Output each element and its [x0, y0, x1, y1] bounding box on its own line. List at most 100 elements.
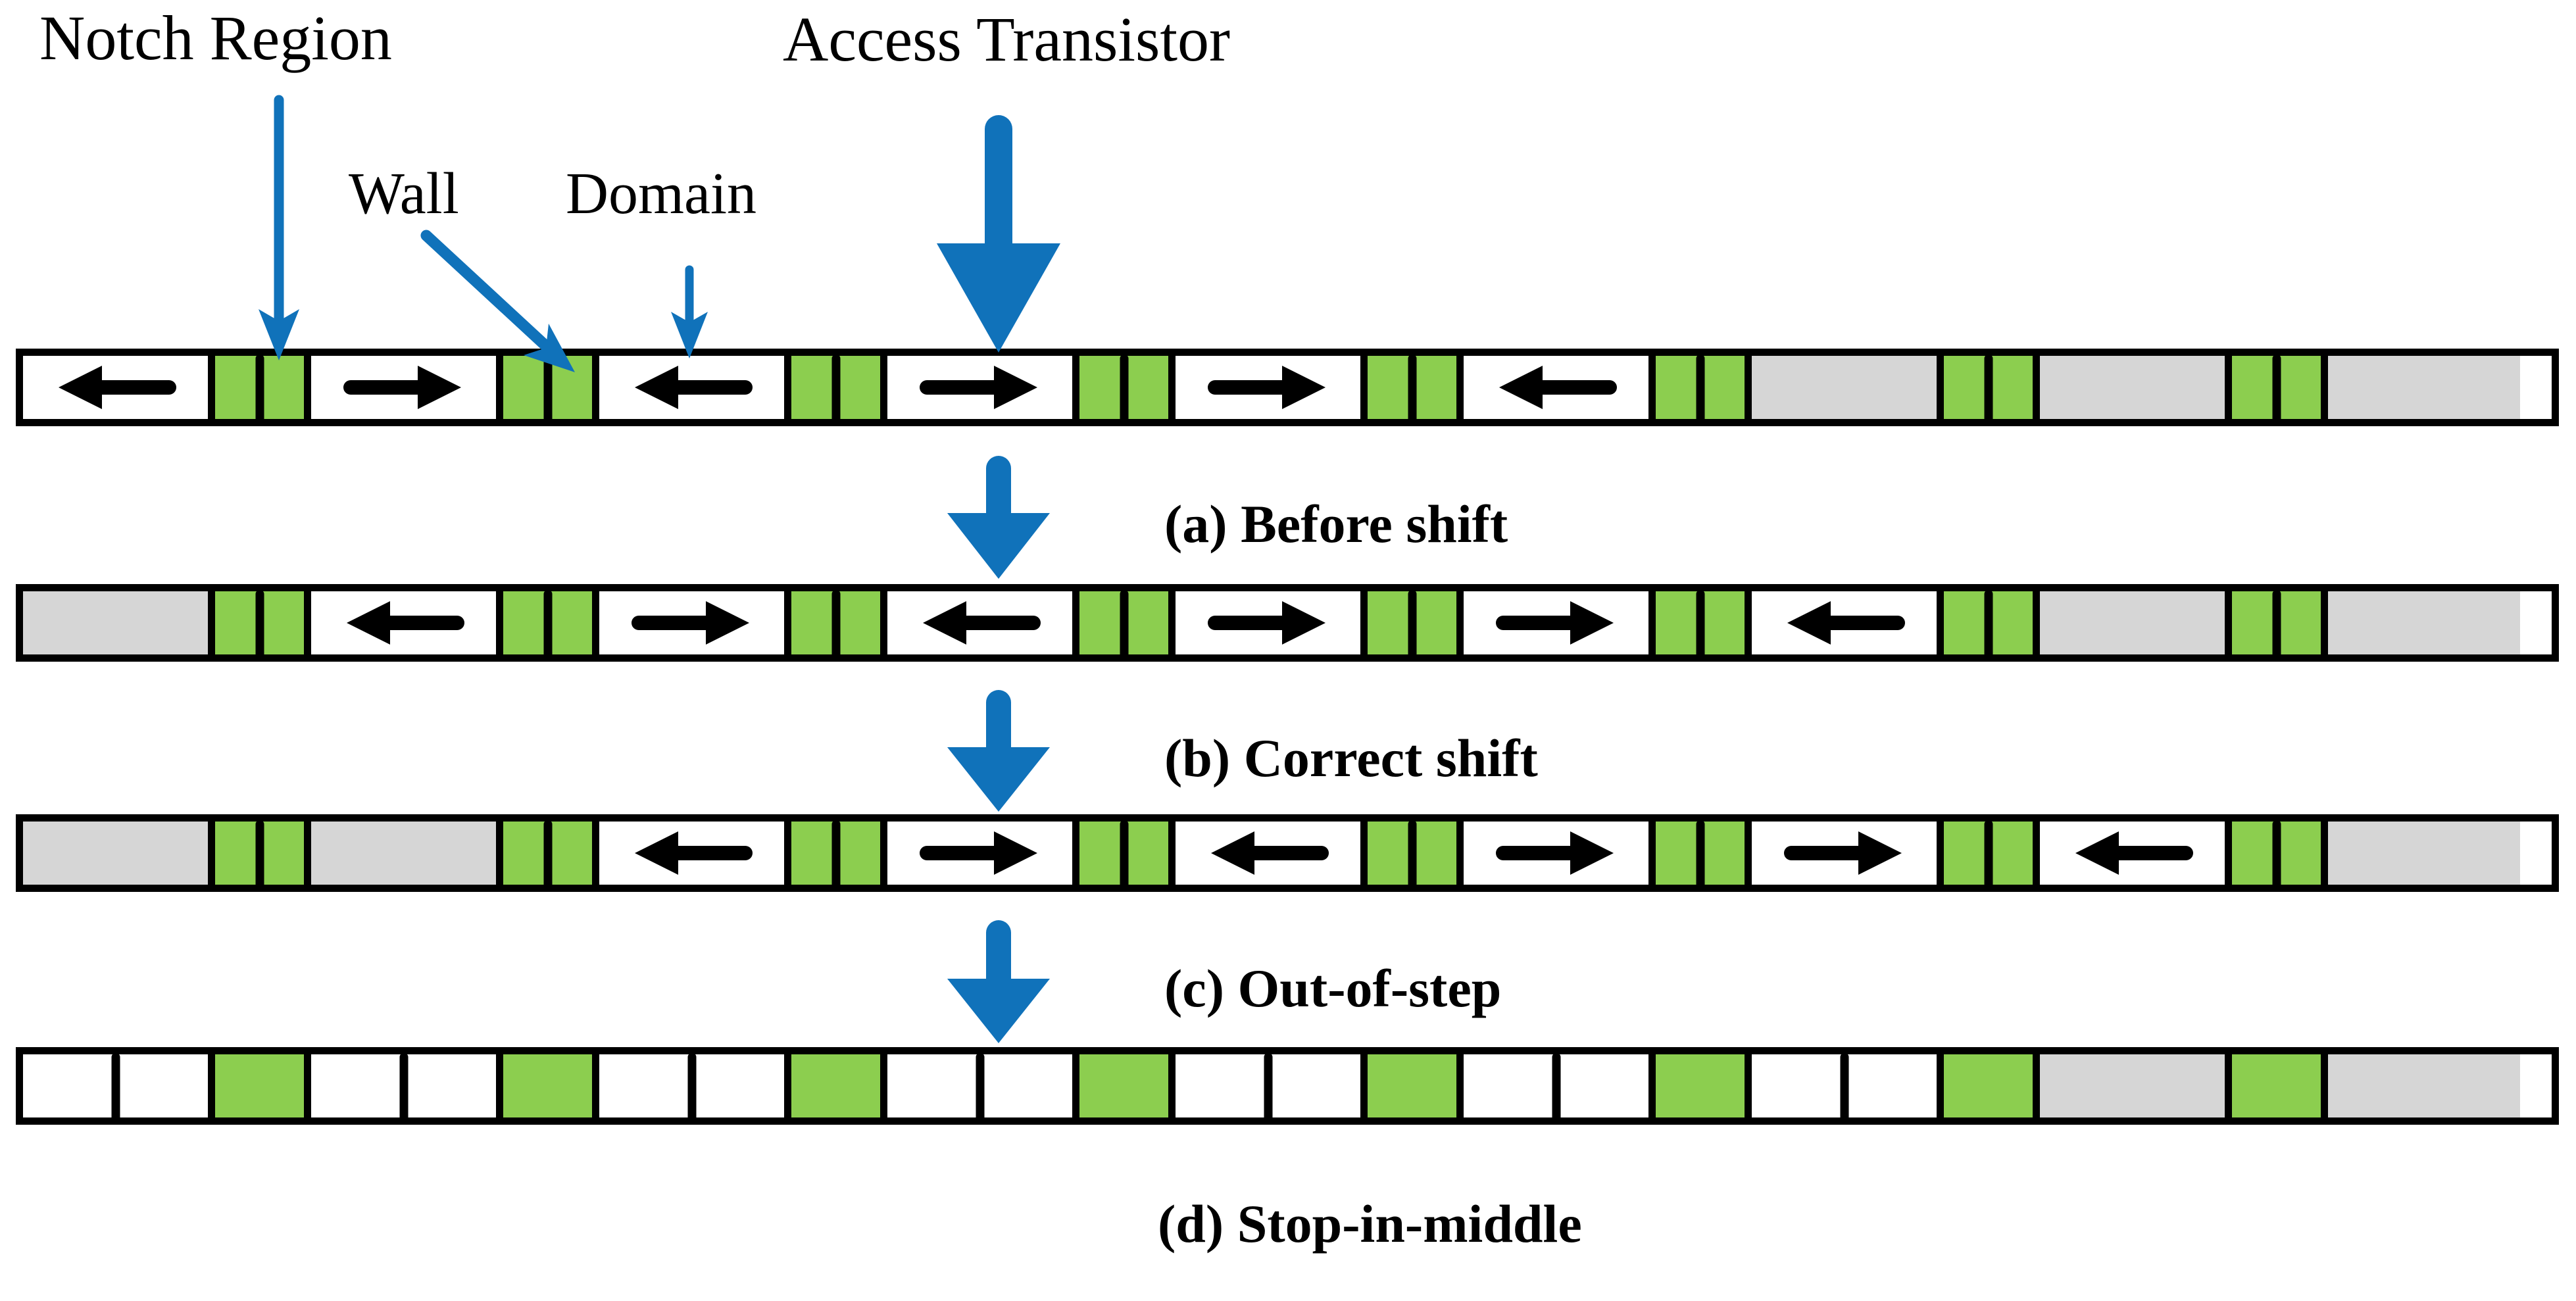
- arrow-right-icon: [1495, 601, 1614, 645]
- notch-cell: [215, 1054, 311, 1117]
- domain-wall-icon: [1264, 1054, 1272, 1117]
- arrow-left-icon: [922, 601, 1041, 645]
- caption-c: (c) Out-of-step: [1164, 958, 1502, 1018]
- arrow-left-icon: [58, 366, 176, 409]
- domain-cell: [1752, 591, 1944, 654]
- domain-wall-icon: [2272, 356, 2281, 419]
- domain-wall-icon: [255, 356, 264, 419]
- notch-cell: [1656, 822, 1752, 885]
- domain-cell: [311, 591, 503, 654]
- notch-cell: [1079, 1054, 1176, 1117]
- domain-wall-icon: [1840, 1054, 1848, 1117]
- domain-cell: [23, 1054, 215, 1117]
- domain-wall-icon: [1120, 591, 1128, 654]
- domain-wall-icon: [1408, 822, 1416, 885]
- label-access-transistor: Access Transistor: [783, 4, 1231, 74]
- caption-d: (d) Stop-in-middle: [1158, 1194, 1582, 1254]
- notch-cell: [2232, 822, 2328, 885]
- domain-cell: [23, 356, 215, 419]
- notch-cell: [2232, 356, 2328, 419]
- domain-cell: [1464, 591, 1656, 654]
- arrow-right-icon: [919, 831, 1037, 875]
- caption-a: (a) Before shift: [1164, 494, 1508, 554]
- notch-cell: [2232, 591, 2328, 654]
- notch-cell: [1944, 822, 2040, 885]
- domain-wall-icon: [399, 1054, 408, 1117]
- domain-wall-icon: [543, 822, 552, 885]
- domain-wall-icon: [1552, 1054, 1560, 1117]
- arrow-left-icon: [634, 831, 753, 875]
- domain-pointer-icon: [671, 265, 708, 358]
- access-transistor-arrow-cd-icon: [947, 920, 1050, 1043]
- empty-domain-cell: [1752, 356, 1944, 419]
- notch-cell: [1656, 1054, 1752, 1117]
- empty-domain-cell: [2328, 591, 2520, 654]
- empty-domain-cell: [23, 822, 215, 885]
- domain-cell: [1752, 1054, 1944, 1117]
- domain-wall-icon: [255, 822, 264, 885]
- access-transistor-pointer-icon: [937, 115, 1060, 353]
- domain-cell: [599, 1054, 791, 1117]
- arrow-right-icon: [1495, 831, 1614, 875]
- arrow-left-icon: [1499, 366, 1617, 409]
- domain-wall-icon: [1120, 356, 1128, 419]
- domain-cell: [887, 591, 1079, 654]
- domain-cell: [1176, 1054, 1368, 1117]
- arrow-left-icon: [346, 601, 464, 645]
- domain-wall-icon: [831, 591, 840, 654]
- notch-cell: [503, 1054, 599, 1117]
- access-transistor-arrow-bc-icon: [947, 690, 1050, 812]
- arrow-right-icon: [919, 366, 1037, 409]
- track-before-shift: [16, 349, 2559, 426]
- domain-cell: [311, 356, 503, 419]
- domain-wall-icon: [1696, 356, 1704, 419]
- domain-wall-icon: [1408, 356, 1416, 419]
- domain-wall-icon: [976, 1054, 984, 1117]
- notch-cell: [503, 356, 599, 419]
- domain-wall-icon: [2272, 591, 2281, 654]
- domain-cell: [1464, 356, 1656, 419]
- track-out-of-step: [16, 814, 2559, 892]
- domain-cell: [2040, 822, 2232, 885]
- notch-cell: [1079, 356, 1176, 419]
- arrow-right-icon: [1783, 831, 1902, 875]
- empty-domain-cell: [2328, 356, 2520, 419]
- domain-wall-icon: [1120, 822, 1128, 885]
- notch-cell: [1944, 356, 2040, 419]
- domain-wall-icon: [2272, 822, 2281, 885]
- domain-wall-icon: [255, 591, 264, 654]
- domain-wall-icon: [1696, 822, 1704, 885]
- notch-cell: [1368, 591, 1464, 654]
- label-notch-region: Notch Region: [39, 3, 392, 73]
- arrow-left-icon: [1210, 831, 1329, 875]
- domain-cell: [599, 591, 791, 654]
- track-stop-in-middle: [16, 1047, 2559, 1125]
- empty-domain-cell: [311, 822, 503, 885]
- arrow-left-icon: [2075, 831, 2193, 875]
- domain-wall-icon: [111, 1054, 120, 1117]
- domain-cell: [1176, 822, 1368, 885]
- caption-b: (b) Correct shift: [1164, 728, 1538, 788]
- domain-wall-icon: [1984, 822, 1993, 885]
- notch-cell: [791, 822, 887, 885]
- domain-cell: [887, 356, 1079, 419]
- domain-cell: [599, 356, 791, 419]
- empty-domain-cell: [2040, 1054, 2232, 1117]
- domain-cell: [887, 1054, 1079, 1117]
- notch-cell: [791, 1054, 887, 1117]
- domain-cell: [1752, 822, 1944, 885]
- domain-wall-icon: [543, 591, 552, 654]
- notch-cell: [1368, 822, 1464, 885]
- domain-wall-icon: [543, 356, 552, 419]
- notch-cell: [503, 822, 599, 885]
- notch-cell: [2232, 1054, 2328, 1117]
- domain-cell: [1464, 1054, 1656, 1117]
- domain-wall-icon: [831, 822, 840, 885]
- notch-cell: [215, 591, 311, 654]
- notch-cell: [1368, 356, 1464, 419]
- domain-cell: [887, 822, 1079, 885]
- domain-wall-icon: [1408, 591, 1416, 654]
- notch-cell: [503, 591, 599, 654]
- notch-cell: [215, 822, 311, 885]
- notch-cell: [1656, 591, 1752, 654]
